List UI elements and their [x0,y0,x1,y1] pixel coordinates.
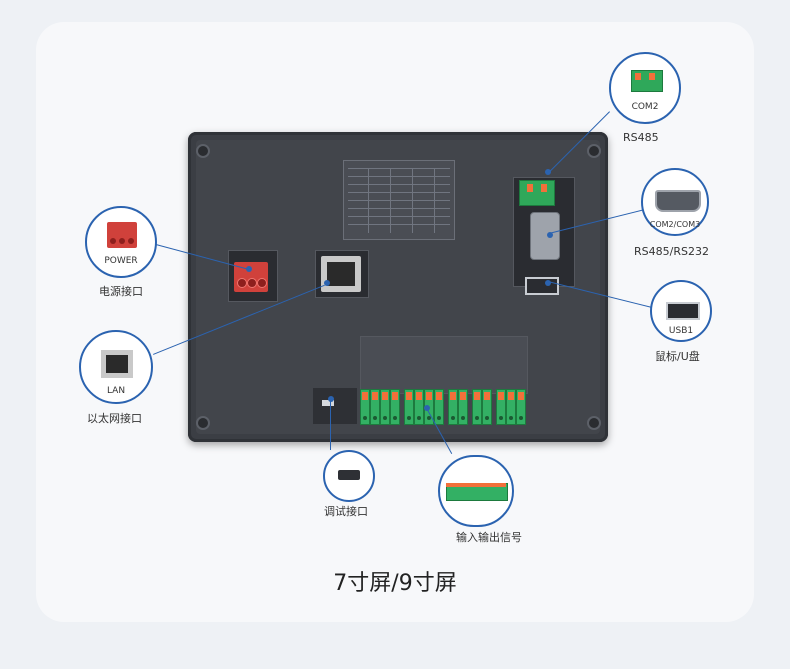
debug-callout [323,450,375,502]
usb1-caption: 鼠标/U盘 [655,350,700,363]
power-leader-dot [246,266,252,272]
debug-caption: 调试接口 [324,505,368,518]
com2-caption: RS485 [623,131,659,144]
screw-icon [587,144,601,158]
usb1-leader-dot [545,280,551,286]
screw-icon [587,416,601,430]
debug-leader [330,398,331,450]
com2com3-caption: RS485/RS232 [634,245,709,258]
com2com3-leader-dot [547,232,553,238]
mini-usb-port [313,388,357,424]
screw-icon [196,144,210,158]
power-callout: POWER [85,206,157,278]
rj45-port [321,256,361,292]
power-icon-label: POWER [104,256,138,266]
com2-leader-dot [545,169,551,175]
com2-callout: COM2 [609,52,681,124]
page-title: 7寸屏/9寸屏 [333,571,457,596]
com2-icon-label: COM2 [631,102,659,112]
io-terminal-row [360,389,526,425]
spec-label-plate [343,160,455,240]
lan-callout: LAN [79,330,153,404]
lan-leader-dot [324,280,330,286]
lan-caption: 以太网接口 [87,412,142,425]
power-caption: 电源接口 [99,285,143,298]
usb-a-port [525,277,559,295]
usb1-icon-label: USB1 [668,326,694,336]
screw-icon [196,416,210,430]
power-recess [228,250,278,302]
usb1-callout: USB1 [650,280,712,342]
debug-leader-dot [328,396,334,402]
lan-icon-label: LAN [106,386,126,396]
io-leader-dot [424,405,430,411]
io-callout [438,455,514,527]
db9-port [530,212,560,260]
com2com3-icon-label: COM2/COM3 [649,220,701,229]
com2com3-callout: COM2/COM3 [641,168,709,236]
io-label-area [360,336,528,394]
io-caption: 输入输出信号 [456,531,522,544]
com2-terminal [519,180,555,206]
